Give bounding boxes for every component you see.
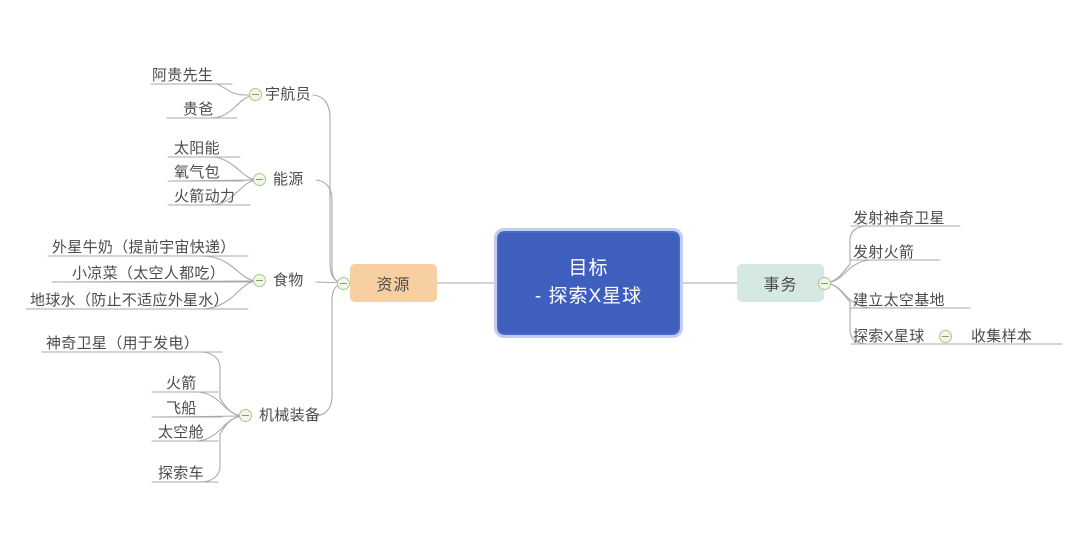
leaf-space-capsule[interactable]: 太空舱 [158, 424, 204, 441]
leaf-oxygen-pack[interactable]: 氧气包 [174, 164, 220, 181]
leaf-alien-milk[interactable]: 外星牛奶（提前宇宙快递） [52, 239, 236, 256]
branch-node-resources-label: 资源 [376, 277, 411, 294]
leaf-magic-satellite[interactable]: 神奇卫星（用于发电） [46, 335, 200, 352]
leaf-gui-dad[interactable]: 贵爸 [183, 101, 214, 118]
topic-astronaut[interactable]: 宇航员 [265, 86, 311, 103]
leaf-explore-planet-x[interactable]: 探索X星球 [853, 328, 925, 345]
leaf-mr-agui[interactable]: 阿贵先生 [152, 67, 214, 84]
leaf-solar-power[interactable]: 太阳能 [174, 140, 220, 157]
collapse-toggle-explore-planet-x[interactable] [939, 330, 952, 343]
collapse-toggle-energy[interactable] [253, 173, 266, 186]
branch-node-tasks-label: 事务 [763, 277, 798, 294]
leaf-rocket[interactable]: 火箭 [166, 375, 197, 392]
leaf-rover[interactable]: 探索车 [158, 465, 204, 482]
collapse-toggle-machinery[interactable] [239, 409, 252, 422]
topic-energy[interactable]: 能源 [273, 171, 304, 188]
branch-node-resources[interactable]: 资源 [350, 264, 437, 302]
leaf-cold-dish[interactable]: 小凉菜（太空人都吃） [72, 265, 226, 282]
root-subtitle: - 探索X星球 [534, 285, 643, 307]
leaf-earth-water[interactable]: 地球水（防止不适应外星水） [30, 292, 229, 309]
leaf-launch-rocket[interactable]: 发射火箭 [853, 244, 915, 261]
leaf-spaceship[interactable]: 飞船 [166, 400, 197, 417]
collapse-toggle-food[interactable] [253, 274, 266, 287]
collapse-toggle-resources[interactable] [337, 277, 350, 290]
root-title: 目标 [568, 258, 609, 279]
branch-node-tasks[interactable]: 事务 [737, 264, 824, 302]
leaf-collect-samples[interactable]: 收集样本 [971, 328, 1033, 345]
topic-machinery[interactable]: 机械装备 [259, 407, 321, 424]
leaf-rocket-power[interactable]: 火箭动力 [174, 188, 236, 205]
topic-food[interactable]: 食物 [273, 272, 304, 289]
collapse-toggle-astronaut[interactable] [249, 88, 262, 101]
collapse-toggle-tasks[interactable] [818, 277, 831, 290]
leaf-launch-magic-satellite[interactable]: 发射神奇卫星 [853, 210, 945, 227]
root-node[interactable]: 目标 - 探索X星球 [494, 228, 683, 338]
leaf-build-space-base[interactable]: 建立太空基地 [853, 292, 945, 309]
